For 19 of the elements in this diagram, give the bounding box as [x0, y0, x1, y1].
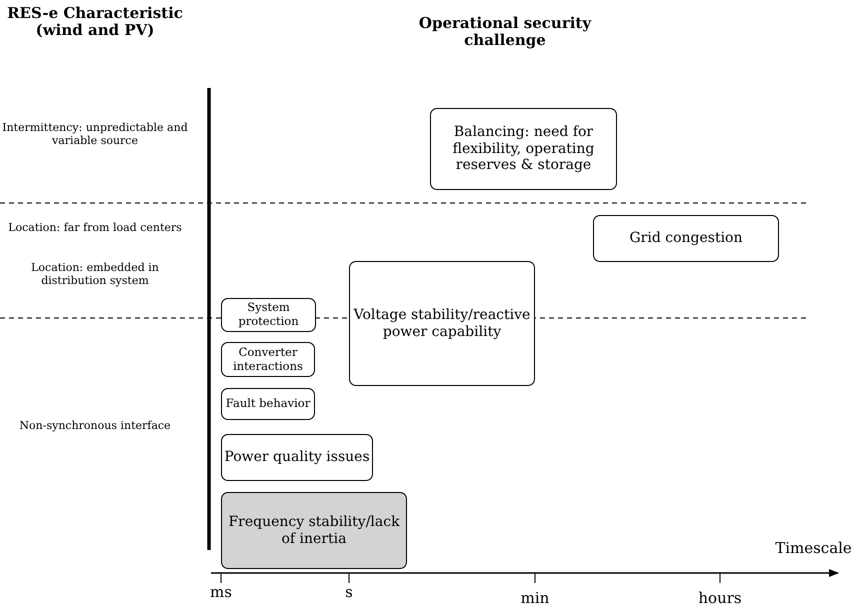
tick-label: hours [697, 590, 743, 607]
tick-label: min [520, 590, 550, 607]
challenge-box: Fault behavior [221, 388, 315, 420]
challenge-box: System protection [221, 298, 316, 332]
row-label: Location: far from load centers [7, 222, 183, 235]
row-label: Intermittency: unpredictable and variable source [1, 122, 189, 148]
challenge-box: Power quality issues [221, 434, 373, 481]
challenge-box: Grid congestion [593, 215, 779, 262]
tick-label: ms [209, 584, 233, 602]
highlighted-challenge-box: Frequency stability/lack of inertia [221, 492, 407, 569]
challenge-box: Balancing: need for flexibility, operating reserves & storage [430, 108, 617, 190]
column-heading: Operational security challenge [418, 15, 592, 50]
row-label: Location: embedded in distribution system [30, 262, 160, 288]
column-heading: RES-e Characteristic (wind and PV) [6, 5, 184, 40]
challenge-box: Voltage stability/reactive power capability [349, 261, 535, 386]
row-label: Non-synchronous interface [18, 420, 172, 433]
tick-label: s [344, 584, 354, 602]
axis-title: Timescale [774, 540, 853, 558]
challenge-box: Converter interactions [221, 342, 315, 377]
